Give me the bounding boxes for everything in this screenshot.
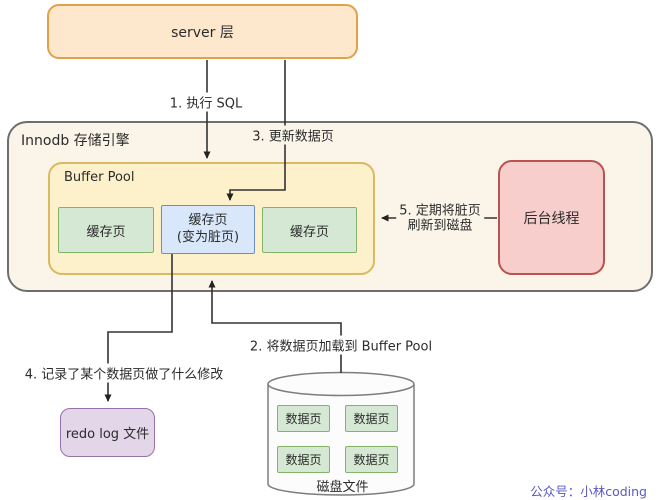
- data-page-box: 数据页: [345, 446, 398, 473]
- data-page-box: 数据页: [345, 405, 398, 432]
- step5-label-line1: 5. 定期将脏页: [399, 203, 481, 219]
- cache-page-left-label: 缓存页: [86, 224, 126, 240]
- disk-file-label: 磁盘文件: [316, 480, 369, 495]
- watermark-text: 公众号：小林coding: [530, 484, 647, 499]
- data-page-label: 数据页: [353, 453, 390, 467]
- step1-label: 1. 执行 SQL: [166, 92, 246, 112]
- step5-label-line2: 刷新到磁盘: [407, 219, 473, 234]
- data-page-label: 数据页: [285, 453, 322, 467]
- redo-log-file-label: redo log 文件: [65, 427, 150, 442]
- redo-log-file-box: redo log 文件: [60, 408, 155, 457]
- step4-label: 4. 记录了某个数据页做了什么修改: [21, 363, 227, 383]
- background-thread-box: 后台线程: [498, 160, 605, 275]
- dirty-page-label-line2: (变为脏页): [176, 229, 240, 245]
- buffer-pool-label: Buffer Pool: [64, 170, 135, 185]
- cache-page-left-box: 缓存页: [58, 207, 154, 253]
- disk-cylinder-top: [267, 371, 415, 397]
- step2-label: 2. 将数据页加载到 Buffer Pool: [246, 335, 436, 355]
- innodb-engine-label: Innodb 存储引擎: [21, 133, 130, 149]
- cache-page-right-box: 缓存页: [262, 207, 357, 253]
- background-thread-label: 后台线程: [523, 210, 580, 227]
- cache-page-right-label: 缓存页: [289, 224, 329, 240]
- step5-label: 5. 定期将脏页 刷新到磁盘: [396, 203, 484, 235]
- data-page-label: 数据页: [353, 412, 390, 426]
- dirty-page-box: 缓存页 (变为脏页): [161, 205, 255, 254]
- server-layer-label: server 层: [171, 24, 234, 41]
- data-page-label: 数据页: [285, 412, 322, 426]
- step3-label: 3. 更新数据页: [249, 125, 337, 145]
- server-layer-box: server 层: [47, 4, 358, 59]
- dirty-page-label-line1: 缓存页: [188, 212, 228, 228]
- data-page-box: 数据页: [277, 446, 330, 473]
- edge-step2-load-to-bufferpool: [208, 280, 342, 373]
- data-page-box: 数据页: [277, 405, 330, 432]
